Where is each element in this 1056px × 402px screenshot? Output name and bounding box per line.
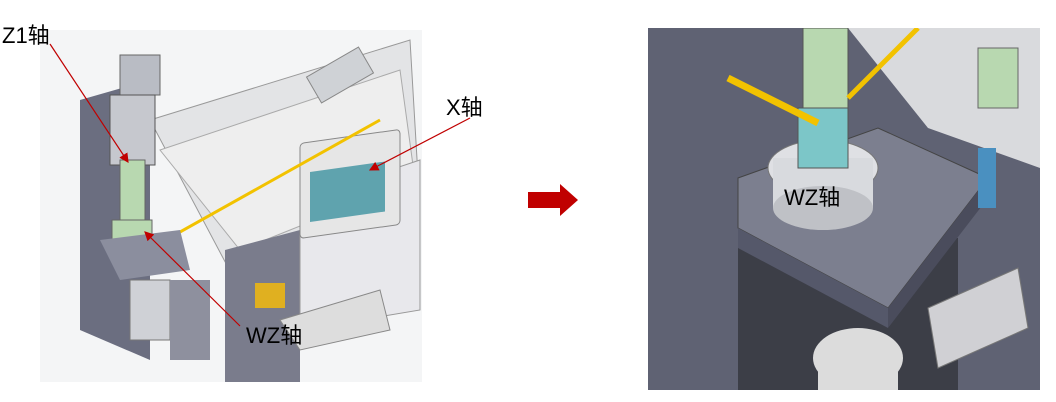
machine-overview-render: [40, 30, 422, 382]
machine-overview-drawing: [80, 39, 421, 382]
z1-axis-label: Z1轴: [2, 23, 50, 48]
wz-axis-detail-render: [648, 28, 1040, 390]
x-axis-label: X轴: [446, 95, 483, 120]
wz-axis-label-right: WZ轴: [784, 185, 841, 210]
transition-arrow-icon: [528, 184, 578, 216]
wz-axis-detail-drawing: [648, 28, 1040, 390]
wz-axis-label-left: WZ轴: [246, 323, 303, 348]
